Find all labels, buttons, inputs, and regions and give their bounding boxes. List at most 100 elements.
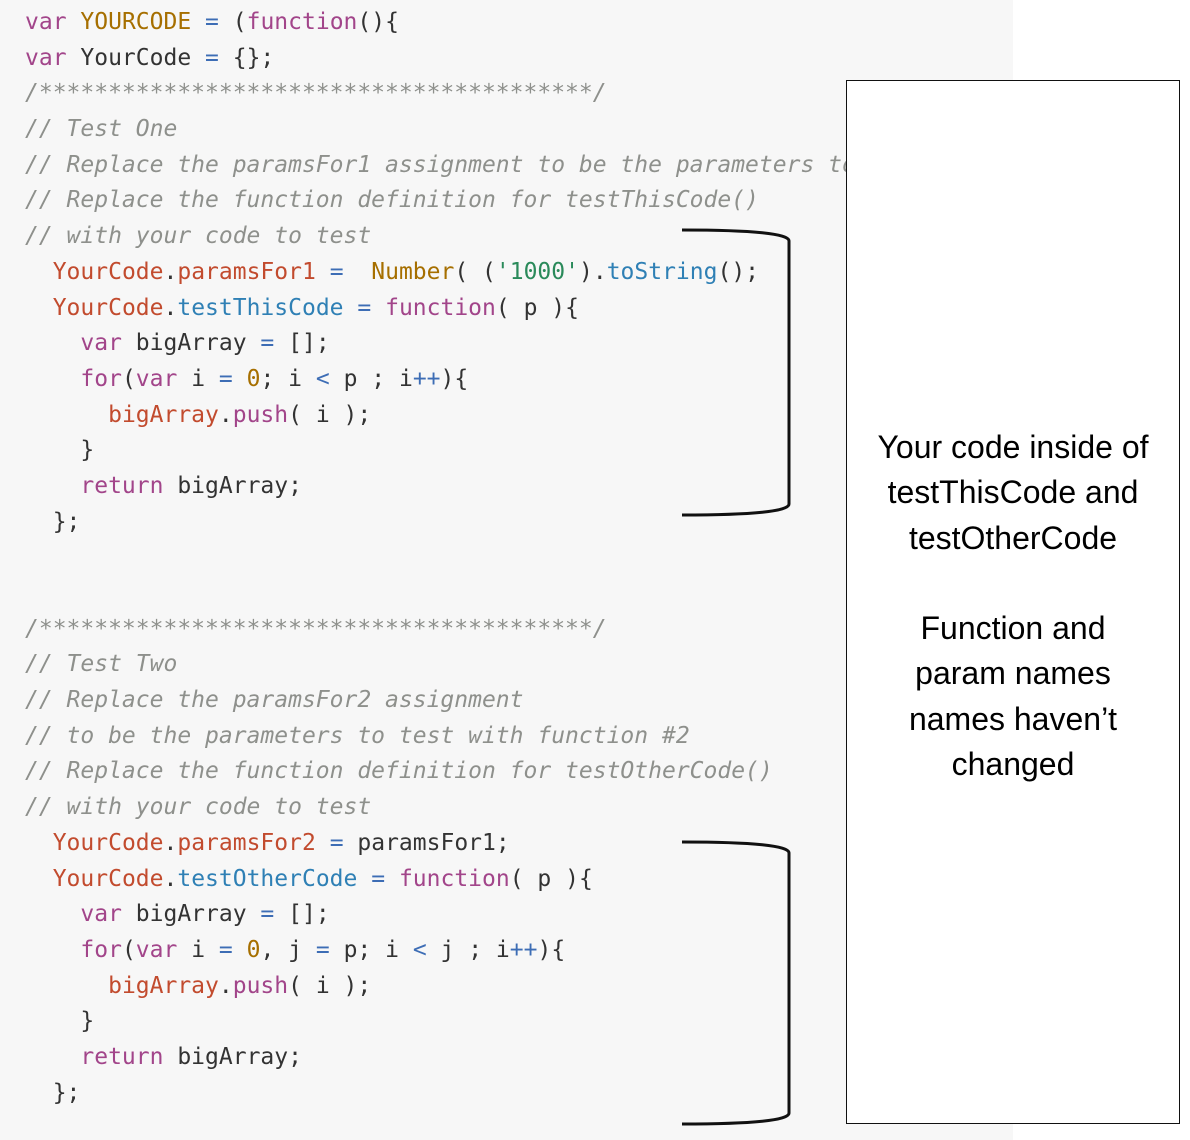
code-token: =	[357, 294, 372, 321]
code-token: 0	[246, 365, 261, 392]
code-line: // with your code to test	[25, 219, 897, 255]
code-token: .	[163, 865, 178, 892]
code-token: i	[177, 365, 219, 392]
code-token: =	[329, 829, 344, 856]
code-token: function	[385, 294, 496, 321]
code-token: =	[205, 44, 219, 71]
code-token: function	[246, 9, 358, 35]
code-line: bigArray.push( i );	[25, 969, 897, 1005]
code-token: bigArray;	[163, 1043, 302, 1070]
code-token: =	[260, 901, 275, 928]
code-token: var	[135, 936, 178, 963]
code-token: return	[80, 472, 164, 499]
code-token: bigArray	[121, 901, 261, 928]
code-token: .	[163, 258, 178, 285]
code-token: paramsFor1	[177, 258, 316, 285]
code-token: var	[25, 44, 67, 71]
code-token: var	[80, 330, 122, 357]
code-token: =	[218, 936, 233, 963]
annotation-line: changed	[951, 746, 1075, 783]
code-token: =	[315, 936, 330, 963]
code-token: [];	[274, 330, 330, 357]
code-token: bigArray	[108, 401, 219, 428]
code-token: ){	[537, 936, 566, 963]
code-token: =	[329, 258, 344, 285]
code-line: // to be the parameters to test with fun…	[25, 719, 897, 755]
code-token: bigArray	[108, 972, 219, 999]
code-line: var YOURCODE = (function(){	[25, 5, 897, 41]
code-token: // Replace the function definition for t…	[25, 758, 773, 785]
code-token: }	[25, 437, 95, 464]
code-token: ; i	[260, 365, 316, 392]
code-token: ++	[412, 365, 441, 392]
code-token: p ; i	[329, 365, 413, 392]
code-token: ( p ){	[509, 865, 593, 892]
code-line: var bigArray = [];	[25, 326, 897, 362]
code-token: (){	[357, 9, 399, 35]
code-line: var bigArray = [];	[25, 897, 897, 933]
code-line: return bigArray;	[25, 1040, 897, 1076]
code-token: for	[80, 936, 122, 963]
code-token: /***************************************…	[25, 615, 607, 642]
code-token: // Replace the paramsFor2 assignment	[25, 687, 524, 714]
annotation-line: names haven’t	[908, 700, 1118, 737]
code-token: for	[80, 365, 122, 392]
code-block: var YOURCODE = (function(){var YourCode …	[25, 5, 897, 1111]
code-token: .	[163, 294, 178, 321]
code-line: return bigArray;	[25, 469, 897, 505]
code-token: =	[205, 9, 219, 35]
code-token: paramsFor1;	[343, 829, 510, 856]
code-line: YourCode.paramsFor2 = paramsFor1;	[25, 826, 897, 862]
code-line: // Test Two	[25, 647, 897, 683]
code-token: var	[25, 9, 67, 35]
code-token: '1000'	[495, 258, 579, 285]
code-line: YourCode.paramsFor1 = Number( ('1000').t…	[25, 255, 897, 291]
code-token: YOURCODE	[80, 9, 192, 35]
code-token: <	[412, 936, 427, 963]
code-token: ( (	[454, 258, 496, 285]
code-token: push	[232, 972, 289, 999]
code-token: YourCode	[52, 829, 164, 856]
code-token: function	[398, 865, 510, 892]
code-token: (	[218, 9, 247, 35]
code-token: // to be the parameters to test with fun…	[25, 722, 690, 749]
annotation-line: testOtherCode	[908, 519, 1118, 556]
code-token: // Test One	[25, 116, 178, 143]
code-token: p; i	[329, 936, 413, 963]
code-token: YourCode	[52, 865, 164, 892]
code-token: ( p ){	[495, 294, 579, 321]
code-line: /***************************************…	[25, 612, 897, 648]
code-token: YourCode	[52, 258, 164, 285]
code-line: var YourCode = {};	[25, 41, 897, 77]
code-line: /***************************************…	[25, 76, 897, 112]
code-token: =	[260, 330, 275, 357]
code-token: toString	[606, 258, 718, 285]
code-token: ();	[717, 258, 760, 285]
code-token: (	[121, 365, 136, 392]
code-token: YourCode	[66, 44, 206, 71]
code-token: bigArray;	[163, 472, 302, 499]
code-token: =	[218, 365, 233, 392]
code-line: // Replace the paramsFor2 assignment	[25, 683, 897, 719]
code-panel: var YOURCODE = (function(){var YourCode …	[25, 5, 898, 1111]
code-token: testThisCode	[177, 294, 344, 321]
code-token: ++	[509, 936, 538, 963]
code-token: bigArray	[121, 330, 261, 357]
code-line: // Test One	[25, 112, 897, 148]
code-line: bigArray.push( i );	[25, 398, 897, 434]
code-token: };	[25, 1079, 81, 1106]
code-token: <	[315, 365, 330, 392]
bracket-test-one	[681, 228, 791, 517]
code-line: // Replace the function definition for t…	[25, 754, 897, 790]
code-line: // with your code to test	[25, 790, 897, 826]
code-token: {};	[218, 44, 275, 71]
bracket-test-two	[681, 840, 791, 1126]
code-token: ( i );	[288, 401, 372, 428]
code-token: var	[80, 901, 122, 928]
code-token: .	[218, 972, 233, 999]
code-line: YourCode.testOtherCode = function( p ){	[25, 862, 897, 898]
code-line: for(var i = 0, j = p; i < j ; i++){	[25, 933, 897, 969]
code-token: // with your code to test	[25, 223, 372, 250]
code-token: return	[80, 1043, 164, 1070]
